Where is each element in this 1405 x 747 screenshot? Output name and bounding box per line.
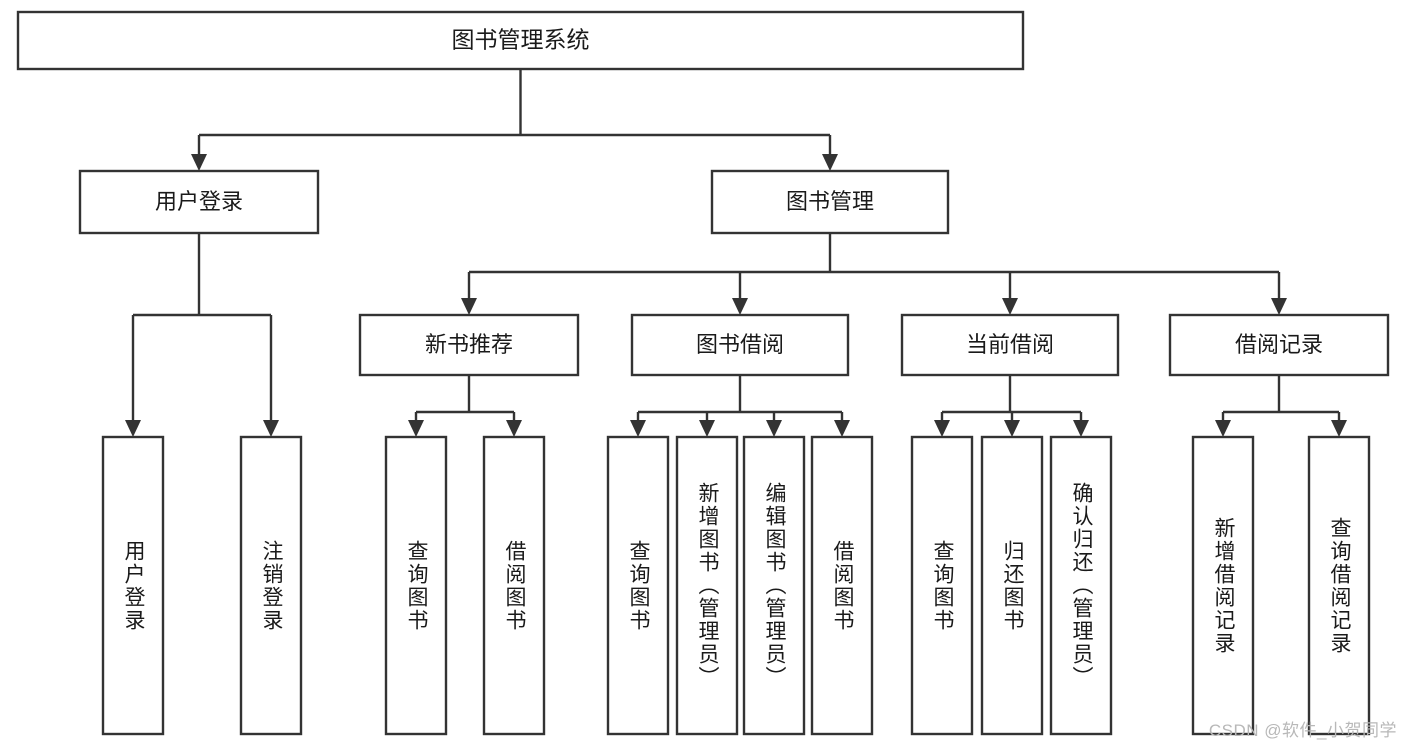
arrow-to-book-manage xyxy=(822,154,838,171)
node-box-cb-query-book[interactable] xyxy=(910,435,974,736)
node-box-bb-add-book[interactable] xyxy=(675,435,739,736)
arrow-to-new-book-rec xyxy=(461,298,477,315)
node-box-bb-borrow-book[interactable] xyxy=(810,435,874,736)
arrow-to-nbr-query-book xyxy=(408,420,424,437)
arrow-to-cb-query-book xyxy=(934,420,950,437)
node-box-cb-return-book[interactable] xyxy=(980,435,1044,736)
arrow-to-current-borrow xyxy=(1002,298,1018,315)
arrow-to-bb-query-book xyxy=(630,420,646,437)
node-box-user-logout[interactable] xyxy=(239,435,303,736)
node-label-new-book-rec: 新书推荐 xyxy=(425,332,513,357)
node-label-book-borrow: 图书借阅 xyxy=(696,332,784,357)
node-box-bb-edit-book[interactable] xyxy=(742,435,806,736)
edges-layer xyxy=(125,69,1347,437)
arrow-to-cb-confirm-return xyxy=(1073,420,1089,437)
node-box-new-book-rec[interactable] xyxy=(358,313,580,377)
watermark-text: CSDN @软件_小贺同学 xyxy=(1208,721,1397,740)
boxes-layer xyxy=(16,10,1390,736)
node-box-user-login-do[interactable] xyxy=(101,435,165,736)
arrow-to-bb-add-book xyxy=(699,420,715,437)
arrow-to-br-query-record xyxy=(1331,420,1347,437)
arrow-to-user-logout xyxy=(263,420,279,437)
node-box-br-query-record[interactable] xyxy=(1307,435,1371,736)
node-label-root: 图书管理系统 xyxy=(452,27,590,53)
arrow-to-book-borrow xyxy=(732,298,748,315)
node-box-nbr-borrow-book[interactable] xyxy=(482,435,546,736)
arrow-to-cb-return-book xyxy=(1004,420,1020,437)
arrow-to-bb-borrow-book xyxy=(834,420,850,437)
node-label-book-manage: 图书管理 xyxy=(786,189,874,214)
arrow-to-user-login xyxy=(191,154,207,171)
node-box-borrow-record[interactable] xyxy=(1168,313,1390,377)
node-label-user-login: 用户登录 xyxy=(155,189,243,214)
node-box-br-add-record[interactable] xyxy=(1191,435,1255,736)
arrow-to-borrow-record xyxy=(1271,298,1287,315)
node-label-current-borrow: 当前借阅 xyxy=(966,332,1054,357)
node-label-borrow-record: 借阅记录 xyxy=(1235,332,1323,357)
node-box-bb-query-book[interactable] xyxy=(606,435,670,736)
arrow-to-bb-edit-book xyxy=(766,420,782,437)
node-box-cb-confirm-return[interactable] xyxy=(1049,435,1113,736)
node-box-book-borrow[interactable] xyxy=(630,313,850,377)
node-box-current-borrow[interactable] xyxy=(900,313,1120,377)
arrow-to-user-login-do xyxy=(125,420,141,437)
node-box-book-manage[interactable] xyxy=(710,169,950,235)
node-box-user-login[interactable] xyxy=(78,169,320,235)
arrow-to-nbr-borrow-book xyxy=(506,420,522,437)
node-box-nbr-query-book[interactable] xyxy=(384,435,448,736)
arrow-to-br-add-record xyxy=(1215,420,1231,437)
node-box-root[interactable] xyxy=(16,10,1025,71)
